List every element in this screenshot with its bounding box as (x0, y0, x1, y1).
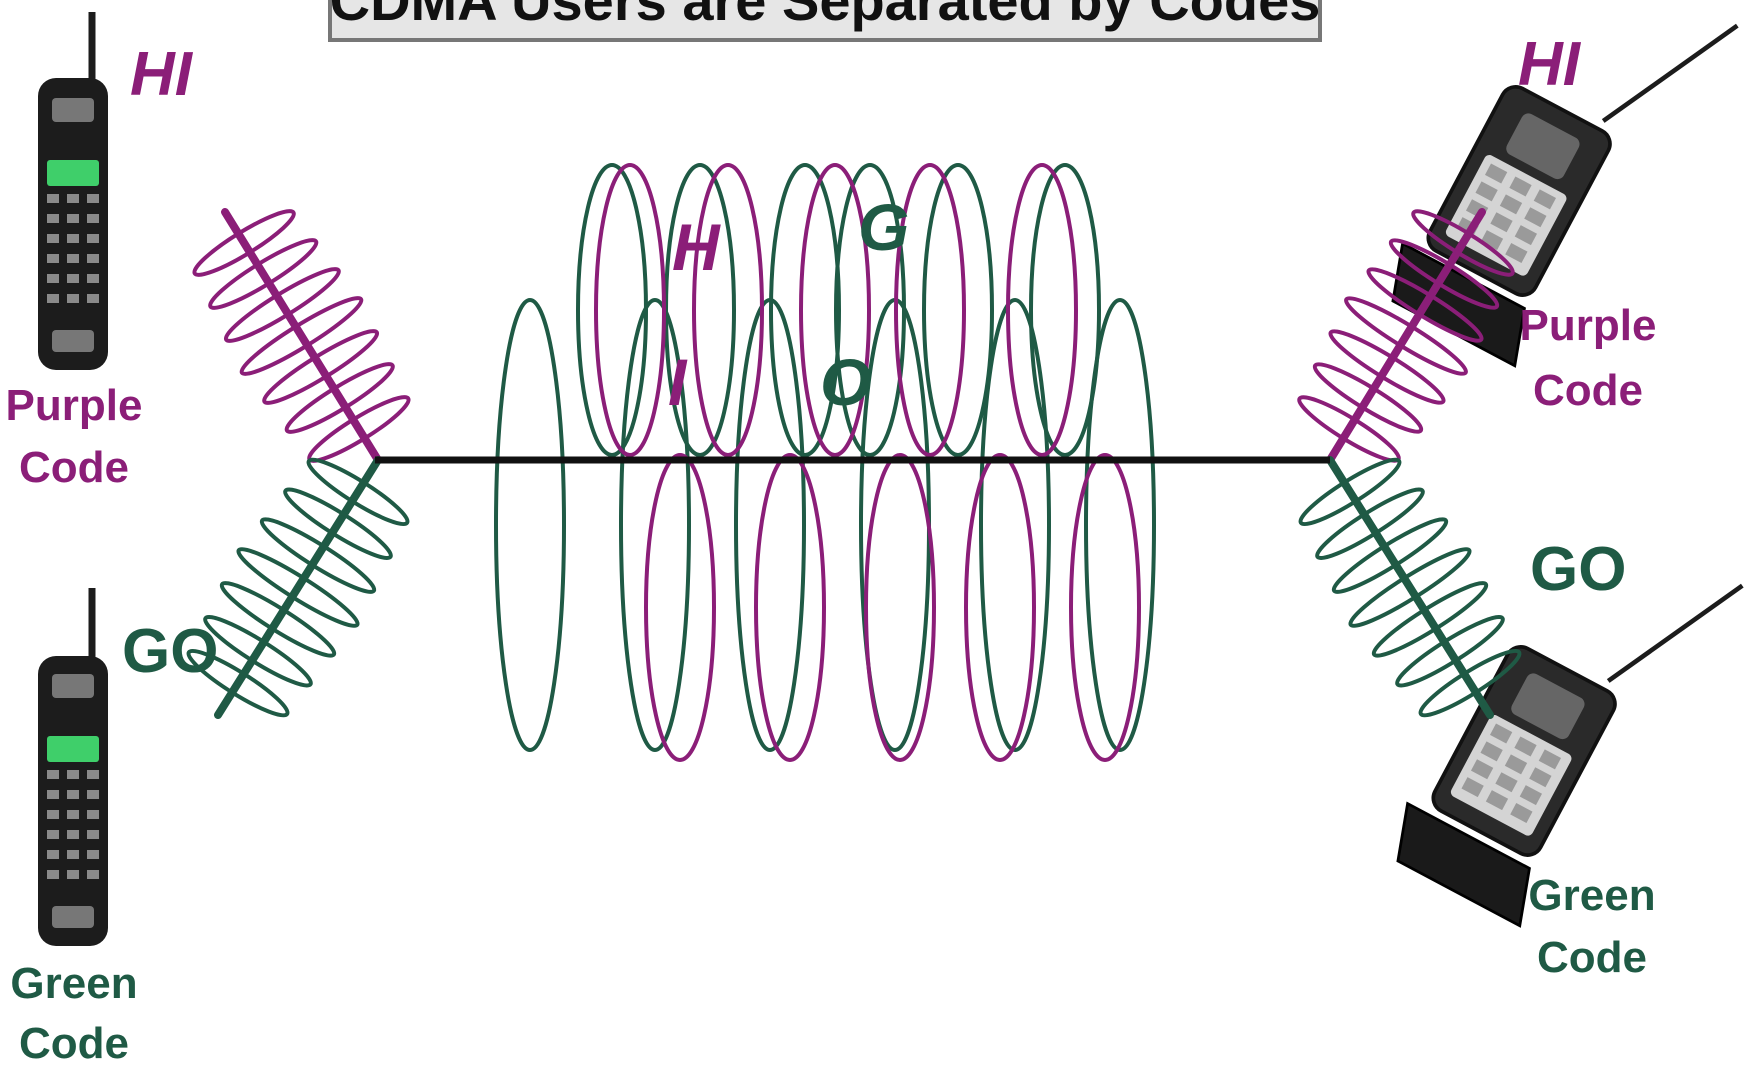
purple-wave-upper-loop (692, 163, 764, 457)
left-purple-branch-coil (262, 329, 380, 405)
right-green-branch (1298, 456, 1522, 719)
title-box: CDMA Users are Separated by Codes (328, 0, 1322, 42)
channel-letter-i: I (668, 345, 688, 419)
purple-wave-lower-loop (964, 453, 1036, 762)
channel-letter-g: G (858, 190, 909, 264)
right-purple-code-line1: Purple (1520, 301, 1657, 350)
right-purple-branch (1297, 208, 1515, 464)
right-purple-branch-coil (1366, 267, 1484, 343)
right-green-code-line2: Code (1537, 933, 1647, 982)
left-purple-branch-coil (208, 238, 319, 310)
right-purple-message: HI (1518, 30, 1582, 99)
left-purple-branch-coil (223, 267, 341, 343)
left-purple-code-line1: Purple (6, 381, 143, 430)
right-green-branch-coil (1348, 547, 1472, 628)
green-wave-loop (619, 298, 691, 752)
right-green-branch-coil (1298, 457, 1402, 527)
left-purple-branch-coil (284, 362, 395, 434)
left-green-branch-coil (306, 457, 410, 527)
right-green-code-line1: Green (1528, 871, 1655, 920)
purple-wave-upper-loop (594, 163, 666, 457)
left-purple-branch-coil (192, 209, 296, 277)
right-purple-branch-coil (1344, 296, 1468, 376)
green-wave-loop (979, 298, 1051, 752)
left-green-code-line2: Code (19, 1019, 129, 1066)
left-green-phone-icon (38, 588, 108, 946)
purple-wave-lower-loop (644, 453, 716, 762)
channel-letter-o: O (820, 345, 871, 419)
left-purple-code-line2: Code (19, 443, 129, 492)
purple-wave-upper-loop (1006, 163, 1078, 457)
left-green-branch-coil (236, 547, 360, 628)
right-green-branch-coil (1418, 648, 1522, 718)
purple-wave-lower-loop (864, 453, 936, 762)
right-purple-branch-coil (1312, 362, 1424, 434)
right-green-branch-coil (1395, 615, 1505, 688)
diagram-title: CDMA Users are Separated by Codes (330, 0, 1321, 32)
channel-letter-h: H (672, 210, 721, 284)
purple-wave-lower-loop (1069, 453, 1141, 762)
green-wave-loop (734, 298, 806, 752)
left-purple-message: HI (130, 40, 194, 109)
right-purple-branch-coil (1411, 209, 1515, 277)
left-green-branch-coil (219, 581, 337, 658)
left-purple-branch-coil (239, 296, 364, 376)
right-green-branch-coil (1315, 487, 1425, 560)
right-green-branch-coil (1371, 581, 1489, 658)
left-purple-branch (192, 208, 411, 464)
purple-wave-upper-loop (894, 163, 966, 457)
right-purple-branch-coil (1388, 238, 1500, 310)
left-green-branch-coil (203, 615, 313, 688)
right-green-branch-coil (1331, 517, 1449, 594)
purple-wave-upper-loop (799, 163, 871, 457)
left-green-branch-coil (186, 648, 290, 718)
left-green-branch-coil (259, 517, 377, 594)
right-purple-code-line2: Code (1533, 366, 1643, 415)
antenna-branches (186, 208, 1522, 719)
green-wave-upper-loop (769, 163, 841, 457)
left-green-branch (186, 456, 410, 719)
right-purple-branch-coil (1328, 329, 1446, 405)
green-wave-upper-loop (922, 163, 994, 457)
green-wave-loop (494, 298, 566, 752)
green-wave-upper-loop (1029, 163, 1101, 457)
left-purple-phone-icon (38, 12, 108, 370)
purple-wave-lower-loop (754, 453, 826, 762)
green-wave-upper-loop (834, 163, 906, 457)
channel-waveforms (494, 163, 1156, 762)
left-green-branch-coil (283, 487, 393, 560)
left-green-code-line1: Green (10, 959, 137, 1008)
green-wave-loop (1084, 298, 1156, 752)
green-wave-upper-loop (576, 163, 648, 457)
right-green-message: GO (1530, 535, 1626, 604)
